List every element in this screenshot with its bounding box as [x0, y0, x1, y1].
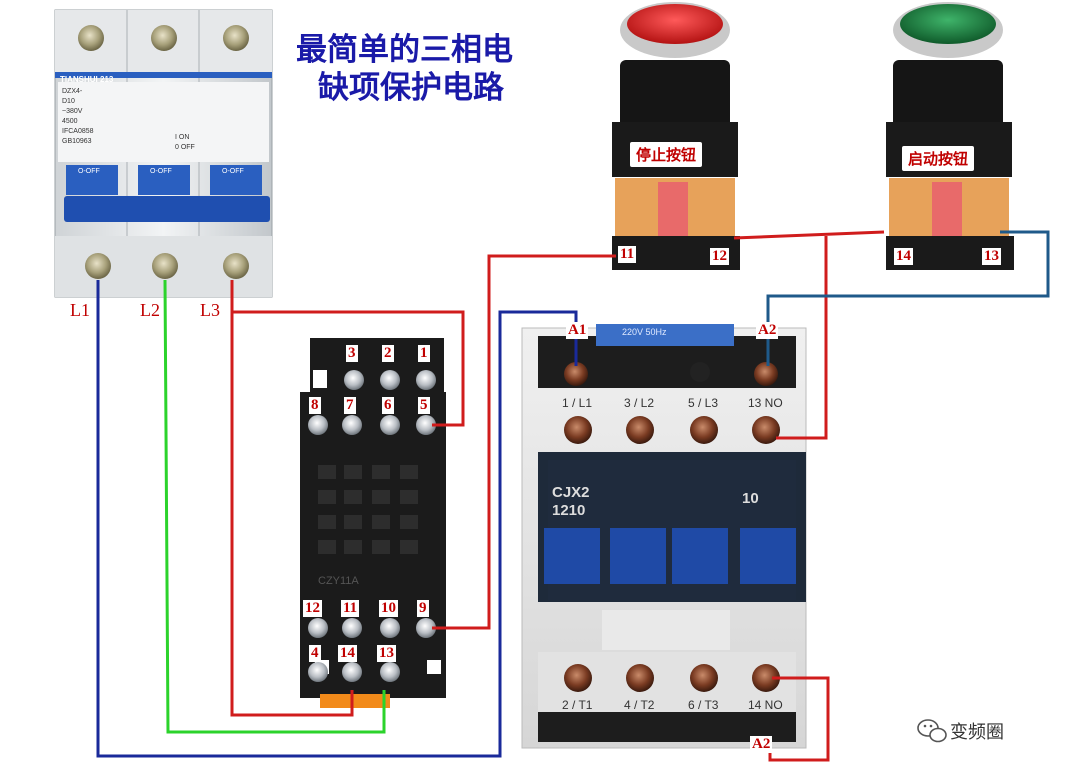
wire-stop12-13no — [776, 236, 828, 440]
contactor-a1: A1 — [566, 322, 589, 339]
relay-terminal-9: 9 — [417, 600, 429, 617]
contactor-terminal-14no: 14 NO — [748, 698, 783, 712]
title-line-1: 最简单的三相电 — [296, 32, 513, 68]
breaker-rating: D10 — [62, 98, 75, 105]
wire-l2 — [163, 279, 386, 734]
relay-terminal-5: 5 — [418, 397, 430, 414]
relay-terminal-6: 6 — [382, 397, 394, 414]
contactor-terminal-5l3: 5 / L3 — [688, 396, 719, 410]
phase-label-l3: L3 — [200, 300, 220, 320]
start-button-label: 启动按钮 — [902, 146, 975, 171]
relay-terminal-14: 14 — [338, 645, 357, 662]
relay-socket — [300, 338, 446, 708]
contactor-terminal-1l1: 1 / L1 — [562, 396, 593, 410]
breaker-off-2: O-OFF — [150, 168, 172, 175]
relay-terminal-8: 8 — [309, 397, 321, 414]
relay-terminal-10: 10 — [379, 600, 398, 617]
title-line-2: 缺项保护电路 — [318, 70, 504, 106]
wire-l3-to-relay — [232, 310, 465, 427]
circuit-breaker — [54, 9, 273, 298]
breaker-standard: GB10963 — [62, 138, 92, 145]
wire-l3 — [230, 280, 354, 717]
wire-stop12-start14 — [733, 230, 885, 240]
relay-terminal-1: 1 — [418, 345, 430, 362]
relay-terminal-3: 3 — [346, 345, 358, 362]
wire-l1 — [96, 280, 578, 758]
breaker-off-1: O-OFF — [78, 168, 100, 175]
contactor-coil-rating: 220V 50Hz — [622, 327, 667, 337]
relay-terminal-7: 7 — [344, 397, 356, 414]
breaker-model: DZX4- — [62, 88, 83, 95]
contactor-terminal-2t1: 2 / T1 — [562, 698, 593, 712]
relay-terminal-4: 4 — [309, 645, 321, 662]
wire-start13-a2 — [766, 230, 1050, 366]
breaker-off-3: O-OFF — [222, 168, 244, 175]
relay-base-text: CZY11A — [318, 575, 359, 587]
watermark-text: 变频圈 — [950, 722, 1004, 743]
stop-terminal-12: 12 — [710, 248, 729, 265]
relay-terminal-13: 13 — [377, 645, 396, 662]
relay-terminal-2: 2 — [382, 345, 394, 362]
relay-terminal-12: 12 — [303, 600, 322, 617]
contactor-terminal-3l2: 3 / L2 — [624, 396, 655, 410]
contactor-model-line1: CJX2 — [552, 484, 590, 501]
contactor-terminal-4t2: 4 / T2 — [624, 698, 655, 712]
contactor-bottom-a2: A2 — [750, 736, 773, 753]
phase-label-l1: L1 — [70, 300, 90, 320]
contactor-model-line2: 1210 — [552, 502, 586, 519]
wire-14no-a2 — [768, 676, 830, 762]
wechat-icon — [917, 719, 947, 743]
stop-terminal-11: 11 — [618, 246, 637, 263]
contactor-a2: A2 — [756, 322, 779, 339]
breaker-voltage: ~380V — [62, 108, 83, 115]
stop-button-graphic — [612, 2, 740, 270]
contactor — [521, 324, 807, 749]
breaker-on-label: I ON — [175, 134, 190, 141]
start-terminal-13: 13 — [982, 248, 1001, 265]
wire-relay9-stop11 — [432, 254, 616, 630]
contactor-terminal-13no: 13 NO — [748, 396, 783, 410]
start-button-graphic — [886, 2, 1014, 270]
phase-label-l2: L2 — [140, 300, 160, 320]
contactor-terminal-6t3: 6 / T3 — [688, 698, 719, 712]
breaker-brand: TIANSHUI 213 — [60, 75, 114, 84]
stop-button-label: 停止按钮 — [630, 142, 703, 167]
breaker-capacity: 4500 — [62, 118, 78, 125]
relay-terminal-11: 11 — [341, 600, 360, 617]
wires — [96, 230, 1050, 762]
start-terminal-14: 14 — [894, 248, 913, 265]
contactor-aux: 10 — [742, 490, 759, 507]
breaker-off-state: 0 OFF — [175, 144, 195, 151]
breaker-cert: IFCA0858 — [62, 128, 94, 135]
